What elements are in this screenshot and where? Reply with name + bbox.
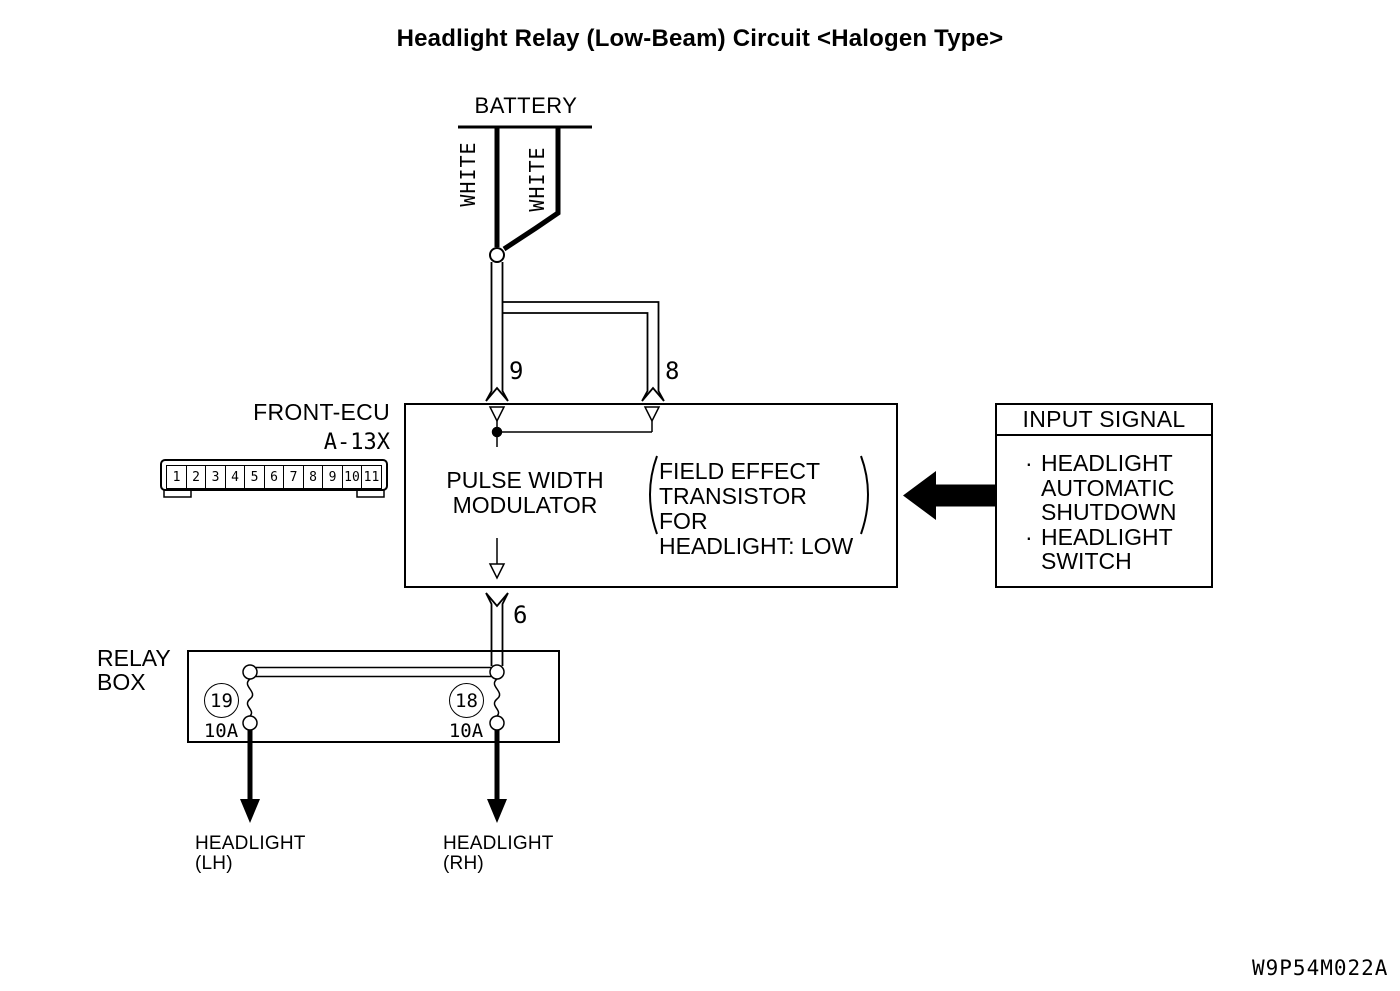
input-signal-item-text: HEADLIGHT SWITCH [1041, 523, 1173, 574]
fet-line-2: TRANSISTOR FOR [659, 483, 807, 534]
input-signal-box: INPUT SIGNAL · HEADLIGHT AUTOMATIC SHUTD… [995, 403, 1213, 588]
fuse-19-rating: 10A [203, 720, 239, 742]
connector-pin-2: 2 [185, 465, 207, 489]
page-title: Headlight Relay (Low-Beam) Circuit <Halo… [396, 25, 1004, 52]
relay-box-label-line1: RELAY [97, 645, 171, 671]
input-signal-item: · HEADLIGHT SWITCH [1025, 523, 1211, 574]
connector-pin-10: 10 [341, 465, 363, 489]
fet-note: FIELD EFFECT TRANSISTOR FOR HEADLIGHT: L… [659, 459, 859, 559]
fet-parentheses [649, 455, 869, 535]
headlight-rh-line1: HEADLIGHT [443, 833, 554, 854]
battery-label: BATTERY [474, 93, 578, 118]
connector-pin-row: 1 2 3 4 5 6 7 8 9 10 11 [166, 465, 382, 489]
splice-junction [489, 247, 505, 263]
connector-pin-9: 9 [322, 465, 343, 489]
pulse-width-modulator-box: PULSE WIDTH MODULATOR [437, 447, 613, 538]
headlight-lh-label: HEADLIGHT (LH) [195, 834, 306, 874]
wire-pin9 [485, 262, 509, 402]
fet-line-1: FIELD EFFECT [659, 458, 821, 484]
headlight-rh-line2: (RH) [443, 853, 484, 874]
fuse-18-number: 18 [449, 683, 484, 718]
fuse-19-number: 19 [204, 683, 239, 718]
relay-box [187, 650, 560, 743]
connector-pin-8: 8 [302, 465, 324, 489]
connector-pin-4: 4 [224, 465, 246, 489]
connector-pin-7: 7 [283, 465, 304, 489]
relay-box-label-line2: BOX [97, 669, 146, 695]
connector-pin-5: 5 [244, 465, 265, 489]
battery-feed-wires [494, 128, 561, 252]
front-ecu-box [404, 403, 898, 588]
connector-pin-6: 6 [263, 465, 285, 489]
pin-8-label: 8 [665, 357, 680, 385]
connector-outline [160, 459, 388, 498]
headlight-lh-line2: (LH) [195, 853, 233, 874]
ecu-internal-lines [488, 406, 661, 580]
figure-code: W9P54M022A [1252, 956, 1389, 980]
headlight-lh-line1: HEADLIGHT [195, 833, 306, 854]
output-arrows [240, 730, 507, 823]
wire-color-label-right: WHITE [525, 146, 549, 212]
wire-pin8 [502, 301, 665, 402]
input-signal-arrow [903, 471, 995, 520]
input-signal-item-text: HEADLIGHT AUTOMATIC SHUTDOWN [1041, 450, 1177, 525]
fuse-18-element [493, 678, 501, 717]
bullet-mark: · [1025, 450, 1033, 476]
pin-6-label: 6 [513, 601, 528, 629]
connector-pin-11: 11 [361, 465, 382, 489]
connector-pin-1: 1 [166, 465, 187, 489]
connector-code-label: A-13X [323, 430, 390, 455]
headlight-rh-label: HEADLIGHT (RH) [443, 834, 554, 874]
input-signal-list: · HEADLIGHT AUTOMATIC SHUTDOWN · HEADLIG… [997, 436, 1211, 574]
fuse-19-element [246, 678, 254, 717]
relay-box-label: RELAY BOX [97, 646, 171, 694]
fuse-18-rating: 10A [448, 720, 484, 742]
connector-pin-3: 3 [205, 465, 226, 489]
pwm-line-2: MODULATOR [452, 491, 598, 518]
bullet-mark: · [1025, 523, 1033, 550]
pin-9-label: 9 [509, 357, 524, 385]
input-signal-title: INPUT SIGNAL [997, 405, 1211, 436]
pwm-line-1: PULSE WIDTH [446, 466, 604, 493]
front-ecu-label: FRONT-ECU [253, 399, 390, 425]
fet-line-3: HEADLIGHT: LOW [659, 533, 854, 559]
wire-color-label-left: WHITE [456, 141, 480, 207]
wire-pin6 [485, 592, 509, 666]
input-signal-item: · HEADLIGHT AUTOMATIC SHUTDOWN [1025, 451, 1211, 525]
